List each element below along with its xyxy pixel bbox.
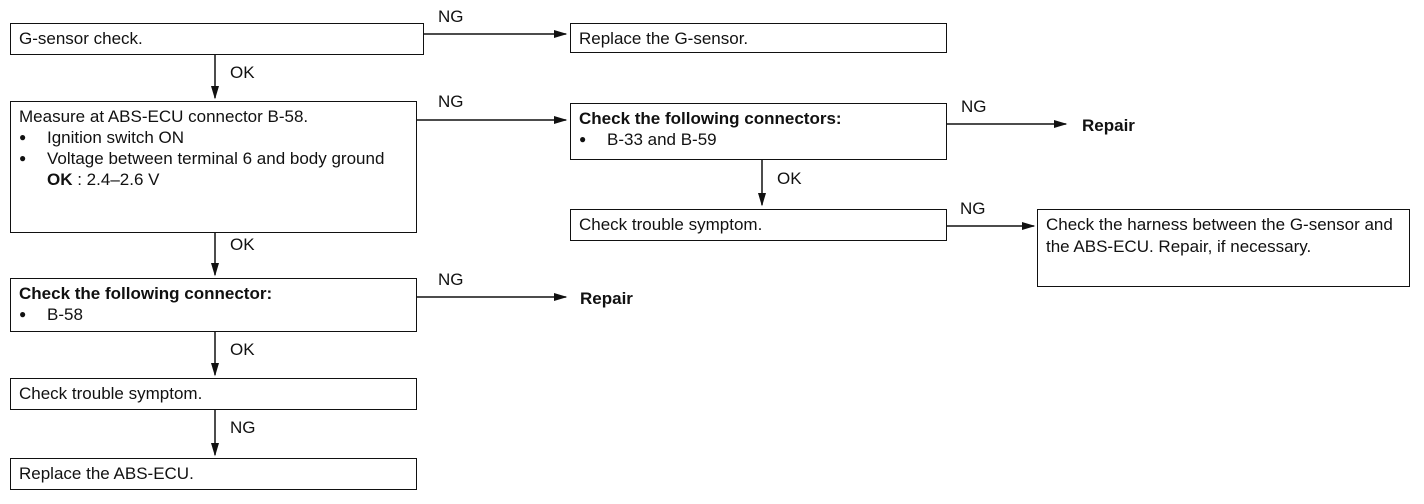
ng-label-symptom-right: NG	[960, 199, 986, 218]
measure-ok-spec: OK : 2.4–2.6 V	[19, 169, 408, 190]
check-connector-title: Check the following connector:	[19, 284, 273, 303]
check-symptom-right-text: Check trouble symptom.	[579, 215, 763, 234]
bullet-dot: ●	[579, 132, 587, 146]
check-connectors-bullet: ● B-33 and B-59	[579, 129, 938, 150]
g-sensor-check-box: G-sensor check.	[10, 23, 424, 55]
ok-label-connector: OK	[230, 340, 255, 359]
ng-label-connectors: NG	[961, 97, 987, 116]
check-harness-text: Check the harness between the G-sensor a…	[1046, 215, 1393, 256]
check-connector-bullet-text: B-58	[47, 305, 83, 324]
ng-label-measure: NG	[438, 92, 464, 111]
measure-bullet-2-text: Voltage between terminal 6 and body grou…	[47, 149, 385, 168]
repair-label-connectors: Repair	[1082, 116, 1135, 135]
measure-box: Measure at ABS-ECU connector B-58. ● Ign…	[10, 101, 417, 233]
ok-label-g-sensor: OK	[230, 63, 255, 82]
check-symptom-left-box: Check trouble symptom.	[10, 378, 417, 410]
bullet-dot: ●	[19, 151, 27, 165]
measure-bullet-1-text: Ignition switch ON	[47, 128, 184, 147]
check-connector-box: Check the following connector: ● B-58	[10, 278, 417, 332]
check-connectors-box: Check the following connectors: ● B-33 a…	[570, 103, 947, 160]
measure-ok-value: : 2.4–2.6 V	[77, 170, 160, 189]
check-connectors-bullet-text: B-33 and B-59	[607, 130, 717, 149]
ng-label-g-sensor: NG	[438, 7, 464, 26]
g-sensor-check-text: G-sensor check.	[19, 29, 143, 48]
measure-bullet-2: ● Voltage between terminal 6 and body gr…	[19, 148, 408, 169]
replace-g-sensor-text: Replace the G-sensor.	[579, 29, 749, 48]
ng-label-symptom-left: NG	[230, 418, 256, 437]
check-connectors-title: Check the following connectors:	[579, 109, 842, 128]
replace-g-sensor-box: Replace the G-sensor.	[570, 23, 947, 53]
check-symptom-right-box: Check trouble symptom.	[570, 209, 947, 241]
measure-ok-key: OK	[47, 170, 73, 189]
bullet-dot: ●	[19, 130, 27, 144]
ok-label-connectors: OK	[777, 169, 802, 188]
repair-label-connector: Repair	[580, 289, 633, 308]
check-harness-box: Check the harness between the G-sensor a…	[1037, 209, 1410, 287]
measure-bullet-1: ● Ignition switch ON	[19, 127, 408, 148]
check-connector-bullet: ● B-58	[19, 304, 408, 325]
replace-abs-ecu-text: Replace the ABS-ECU.	[19, 464, 194, 483]
bullet-dot: ●	[19, 307, 27, 321]
replace-abs-ecu-box: Replace the ABS-ECU.	[10, 458, 417, 490]
measure-title: Measure at ABS-ECU connector B-58.	[19, 107, 309, 126]
ng-label-connector: NG	[438, 270, 464, 289]
ok-label-measure: OK	[230, 235, 255, 254]
check-symptom-left-text: Check trouble symptom.	[19, 384, 203, 403]
